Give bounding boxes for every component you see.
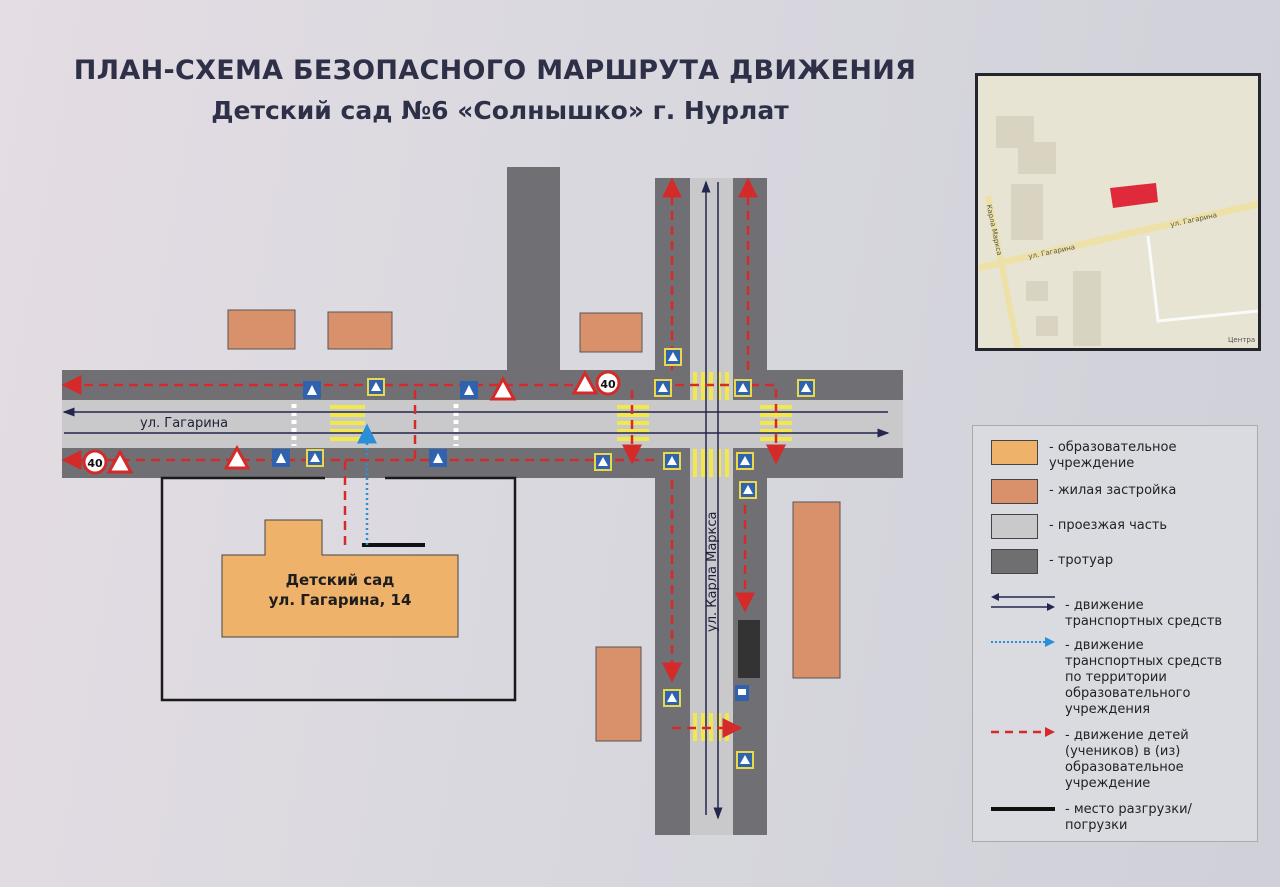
children-route [61,177,786,738]
legend-dotted-arrow-icon [991,637,1055,647]
residential-building [792,501,841,679]
speed-limit-value: 40 [87,457,103,470]
legend-label: - движение детей (учеников) в (из) образ… [1065,728,1189,791]
residential-building [327,311,393,350]
street-label-karl-marx: ул. Карла Маркса [705,511,720,632]
legend-label: - образовательное учреждение [1049,440,1177,471]
residential-building [595,646,642,742]
kindergarten-label: Детский сад ул. Гагарина, 14 [222,570,458,610]
kindergarten-name: Детский сад [285,571,395,589]
legend: - образовательное учреждение - жилая зас… [972,425,1258,842]
page-subtitle: Детский сад №6 «Солнышко» г. Нурлат [211,96,789,125]
speed-limit-sign: 40 [82,449,108,475]
kindergarten-fence [160,476,517,702]
location-minimap: ул. Гагарина ул. Гагарина Карла Маркса Ц… [975,73,1261,351]
residential-building [579,312,643,353]
legend-swatch [991,479,1038,504]
speed-bumps [291,404,459,446]
speed-limit-sign: 40 [595,370,621,396]
page-title: ПЛАН-СХЕМА БЕЗОПАСНОГО МАРШРУТА ДВИЖЕНИЯ [73,55,917,86]
bus-stop [738,620,760,678]
kindergarten-address: ул. Гагарина, 14 [268,591,412,609]
bus-stop-sign [735,685,749,701]
minimap-street-label: Центра [1228,336,1256,344]
vehicle-traffic [62,180,890,820]
kindergarten-marker [1110,183,1158,208]
legend-solid-line-icon [991,807,1055,811]
side-street-sidewalk [507,167,560,372]
legend-label: - движение транспортных средств по терри… [1065,638,1223,717]
minimap-drawing [978,116,1258,348]
legend-label: - жилая застройка [1049,483,1177,498]
legend-label: - движение транспортных средств [1065,598,1223,629]
legend-dashed-arrow-icon [991,727,1055,737]
marx-sidewalk-right [733,178,767,835]
legend-swatch [991,440,1038,465]
legend-double-arrow-icon [991,593,1055,611]
kindergarten-building [221,519,459,638]
residential-building [227,309,296,350]
legend-swatch [991,549,1038,574]
legend-label: - тротуар [1049,553,1114,568]
legend-swatch [991,514,1038,539]
legend-label: - место разгрузки/погрузки [1065,802,1192,833]
speed-limit-value: 40 [600,378,616,391]
legend-label: - проезжая часть [1049,518,1168,533]
street-label-gagarin: ул. Гагарина [140,416,229,431]
